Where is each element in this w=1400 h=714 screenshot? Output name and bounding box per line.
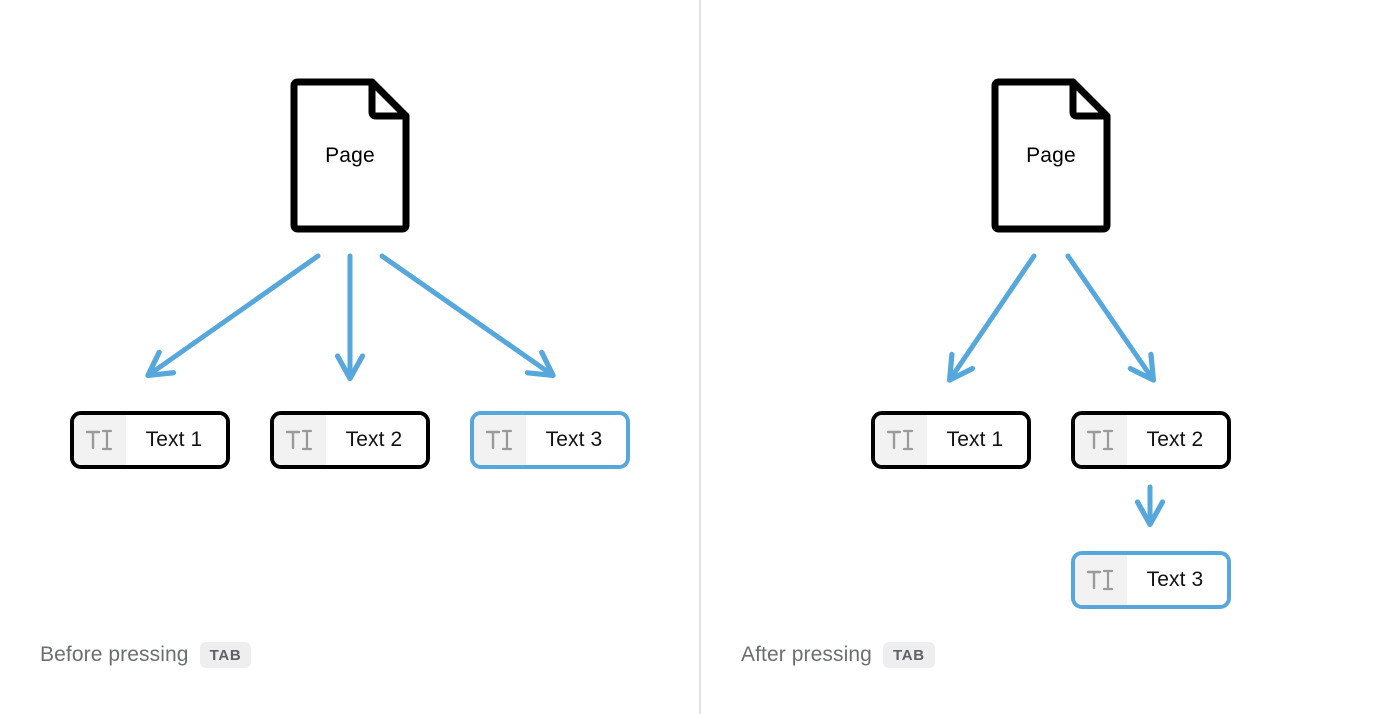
before-panel: Page Text 1 Text 2: [0, 0, 699, 714]
arrow-page-to-text2: [1065, 253, 1152, 378]
text-field-label: Text 1: [126, 415, 226, 465]
text-field-node-2[interactable]: Text 2: [1071, 411, 1231, 469]
after-caption: After pressing TAB: [741, 642, 935, 668]
caption-text: After pressing: [741, 643, 872, 666]
text-field-node-1[interactable]: Text 1: [871, 411, 1031, 469]
text-cursor-icon: [74, 415, 126, 465]
text-field-label: Text 3: [1127, 555, 1227, 605]
text-field-label: Text 3: [526, 415, 626, 465]
text-cursor-icon: [274, 415, 326, 465]
text-cursor-icon: [1075, 415, 1127, 465]
text-field-label: Text 1: [927, 415, 1027, 465]
page-node-label: Page: [325, 143, 375, 167]
arrow-page-to-text1: [951, 253, 1037, 378]
text-cursor-icon: [474, 415, 526, 465]
text-cursor-icon: [1075, 555, 1127, 605]
text-field-node-3[interactable]: Text 3: [1071, 551, 1231, 609]
page-node[interactable]: Page: [991, 78, 1111, 233]
document-page-icon: [991, 78, 1111, 233]
page-node[interactable]: Page: [290, 78, 410, 233]
arrow-page-to-text3: [379, 253, 551, 374]
tab-key-badge: TAB: [882, 642, 935, 668]
tab-key-badge: TAB: [199, 642, 252, 668]
caption-text: Before pressing: [40, 643, 189, 666]
arrow-page-to-text1: [150, 253, 321, 374]
document-page-icon: [290, 78, 410, 233]
page-node-label: Page: [1026, 143, 1076, 167]
text-field-node-3[interactable]: Text 3: [470, 411, 630, 469]
text-cursor-icon: [875, 415, 927, 465]
text-field-node-2[interactable]: Text 2: [270, 411, 430, 469]
text-field-label: Text 2: [326, 415, 426, 465]
after-panel: Page Text 1 Text 2: [701, 0, 1400, 714]
text-field-node-1[interactable]: Text 1: [70, 411, 230, 469]
text-field-label: Text 2: [1127, 415, 1227, 465]
before-caption: Before pressing TAB: [40, 642, 252, 668]
panel-divider: [699, 0, 701, 714]
